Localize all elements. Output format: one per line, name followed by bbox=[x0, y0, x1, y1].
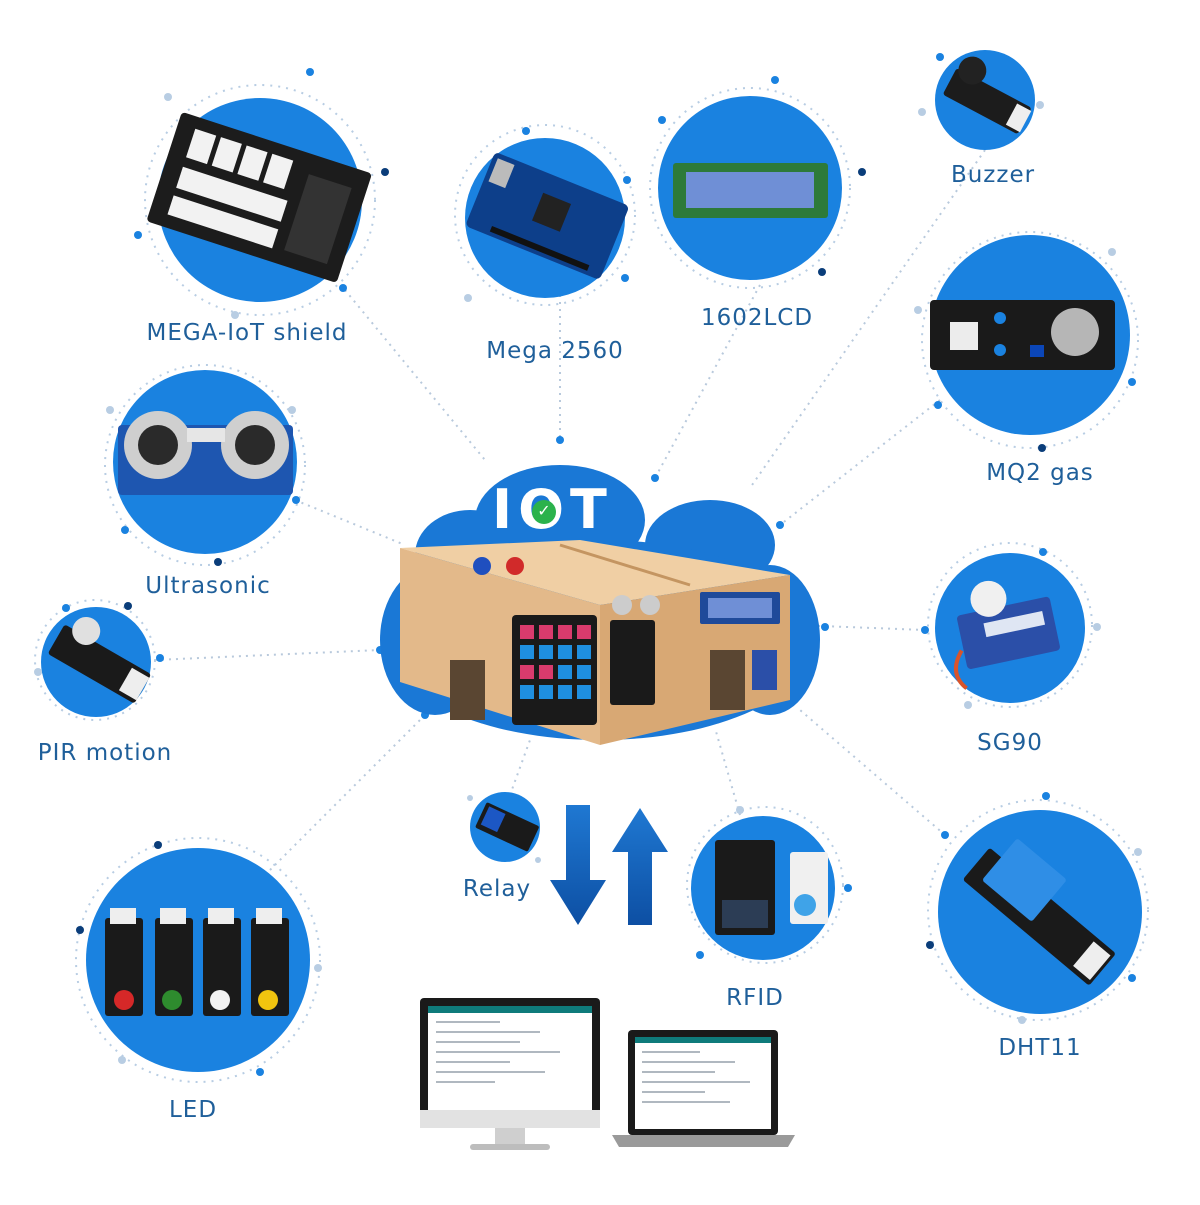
label-mega-iot-shield: MEGA-IoT shield bbox=[146, 320, 348, 346]
label-relay: Relay bbox=[462, 876, 532, 902]
laptop-icon bbox=[612, 1030, 795, 1147]
shield-board-icon bbox=[147, 112, 372, 282]
servo-motor-icon bbox=[954, 580, 1060, 690]
data-flow-arrows bbox=[550, 805, 668, 925]
mega-iot-shield-node bbox=[134, 68, 389, 319]
wooden-house-icon bbox=[400, 540, 790, 745]
label-sg90: SG90 bbox=[977, 730, 1043, 756]
label-pir-motion: PIR motion bbox=[37, 740, 173, 766]
dht11-node bbox=[926, 792, 1149, 1024]
iot-house-hub bbox=[380, 465, 820, 745]
rfid-reader-icon bbox=[715, 840, 828, 935]
desktop-monitor-icon bbox=[420, 998, 600, 1150]
sg90-node bbox=[821, 542, 1101, 709]
arrow-down-icon bbox=[550, 805, 606, 925]
arduino-board-icon bbox=[466, 153, 629, 279]
label-dht11: DHT11 bbox=[998, 1035, 1082, 1061]
lcd-1602-node bbox=[649, 76, 866, 482]
led-node bbox=[75, 711, 429, 1083]
label-led: LED bbox=[168, 1097, 218, 1123]
relay-module-icon bbox=[475, 802, 539, 852]
arrow-up-icon bbox=[612, 808, 668, 925]
label-buzzer: Buzzer bbox=[950, 162, 1036, 188]
buzzer-module-icon bbox=[943, 56, 1032, 134]
connector-lines bbox=[154, 149, 986, 871]
relay-node bbox=[467, 792, 541, 863]
rfid-node bbox=[686, 806, 852, 964]
ultrasonic-node bbox=[104, 364, 306, 566]
pir-sensor-icon bbox=[48, 616, 151, 703]
gas-sensor-icon bbox=[930, 300, 1115, 370]
ultrasonic-sensor-icon bbox=[118, 411, 293, 495]
pir-motion-node bbox=[34, 599, 384, 721]
buzzer-node bbox=[918, 50, 1044, 150]
check-icon: ✓ bbox=[532, 500, 556, 524]
label-ultrasonic: Ultrasonic bbox=[145, 573, 271, 599]
led-modules-icon bbox=[105, 908, 289, 1016]
component-nodes bbox=[34, 50, 1149, 1083]
label-1602lcd: 1602LCD bbox=[700, 305, 814, 331]
dht11-sensor-icon bbox=[963, 839, 1115, 985]
computers bbox=[420, 998, 795, 1150]
lcd-display-icon bbox=[673, 163, 828, 218]
label-mega-2560: Mega 2560 bbox=[486, 338, 624, 364]
label-rfid: RFID bbox=[726, 985, 784, 1011]
label-mq2-gas: MQ2 gas bbox=[986, 460, 1094, 486]
mq2-gas-node bbox=[776, 231, 1139, 529]
mega-2560-node bbox=[454, 124, 636, 444]
